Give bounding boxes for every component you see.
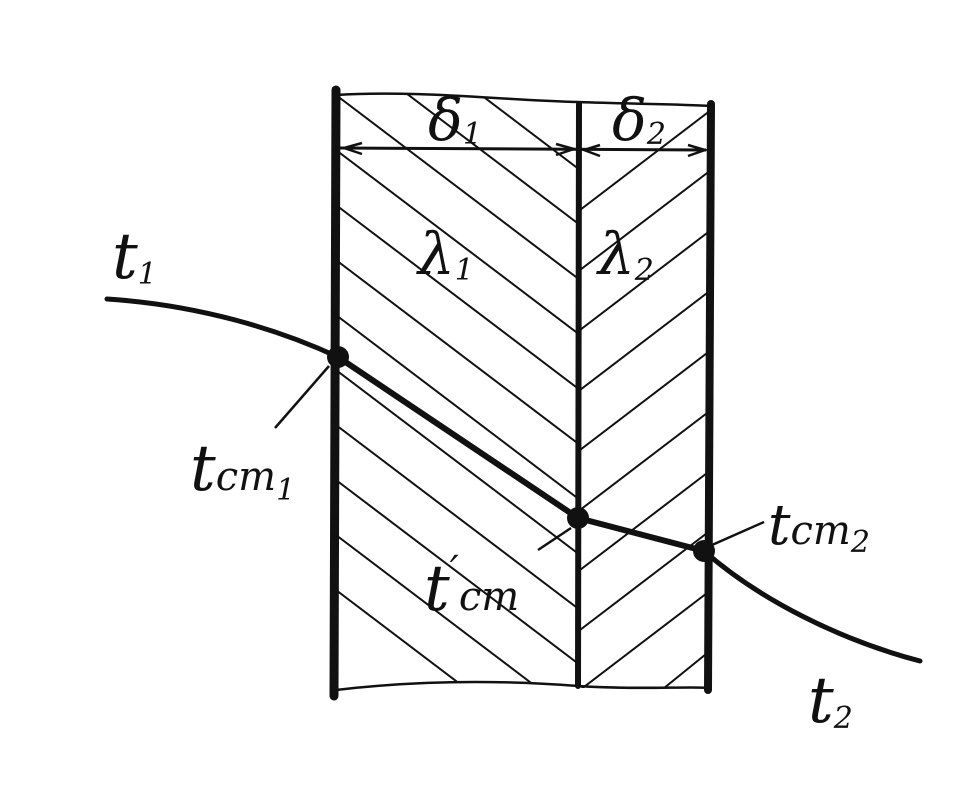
layer2-hatching bbox=[580, 109, 711, 688]
label-t1: t1 bbox=[112, 220, 157, 294]
temperature-curve-right-fluid bbox=[701, 548, 923, 664]
point-tcm1 bbox=[327, 346, 349, 368]
point-tcm-prime bbox=[567, 507, 589, 529]
wall-outer-right-surface bbox=[704, 100, 715, 694]
leader-tcm-prime bbox=[537, 526, 572, 552]
layer-interface bbox=[575, 101, 582, 689]
thickness-dimension-line bbox=[339, 141, 710, 158]
wall-outer-left-surface bbox=[329, 85, 341, 701]
temperature-profile-layer2 bbox=[575, 515, 707, 554]
label-t2: t2 bbox=[808, 664, 853, 738]
wall-top-edge bbox=[335, 92, 712, 108]
temperature-profile-layer1 bbox=[335, 354, 581, 521]
wall-bottom-edge bbox=[335, 680, 712, 692]
label-lambda2: λ2 bbox=[596, 220, 654, 288]
label-tcm2: tcm2 bbox=[768, 493, 870, 560]
label-tcm-prime: t′cm bbox=[424, 548, 519, 626]
label-lambda1: λ1 bbox=[416, 220, 474, 288]
label-delta1: δ1 bbox=[428, 86, 482, 154]
leader-tcm1 bbox=[274, 365, 330, 429]
label-tcm1: tcm1 bbox=[190, 432, 295, 508]
point-tcm2 bbox=[693, 540, 715, 562]
leader-tcm2 bbox=[711, 520, 765, 547]
temperature-curve-left-fluid bbox=[104, 296, 341, 360]
label-delta2: δ2 bbox=[612, 86, 666, 154]
